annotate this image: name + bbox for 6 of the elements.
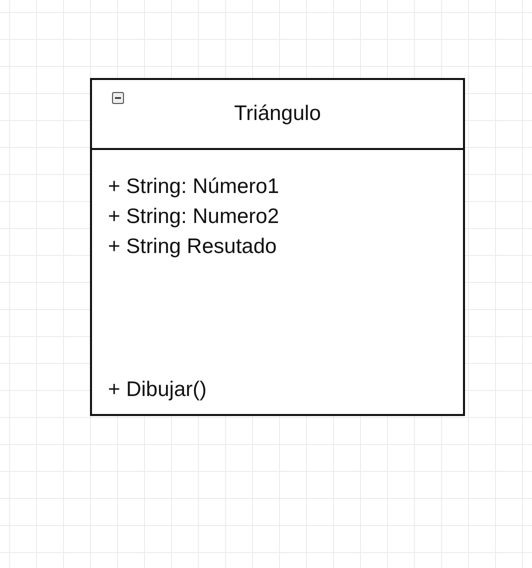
class-name: Triángulo [234, 102, 321, 126]
attribute-text: + String: Numero2 [108, 204, 280, 230]
attribute-text: + String: Número1 [108, 174, 280, 200]
uml-class-box [90, 78, 465, 416]
attribute-text: + String Resutado [108, 234, 278, 260]
method-text: + Dibujar() [108, 378, 207, 402]
